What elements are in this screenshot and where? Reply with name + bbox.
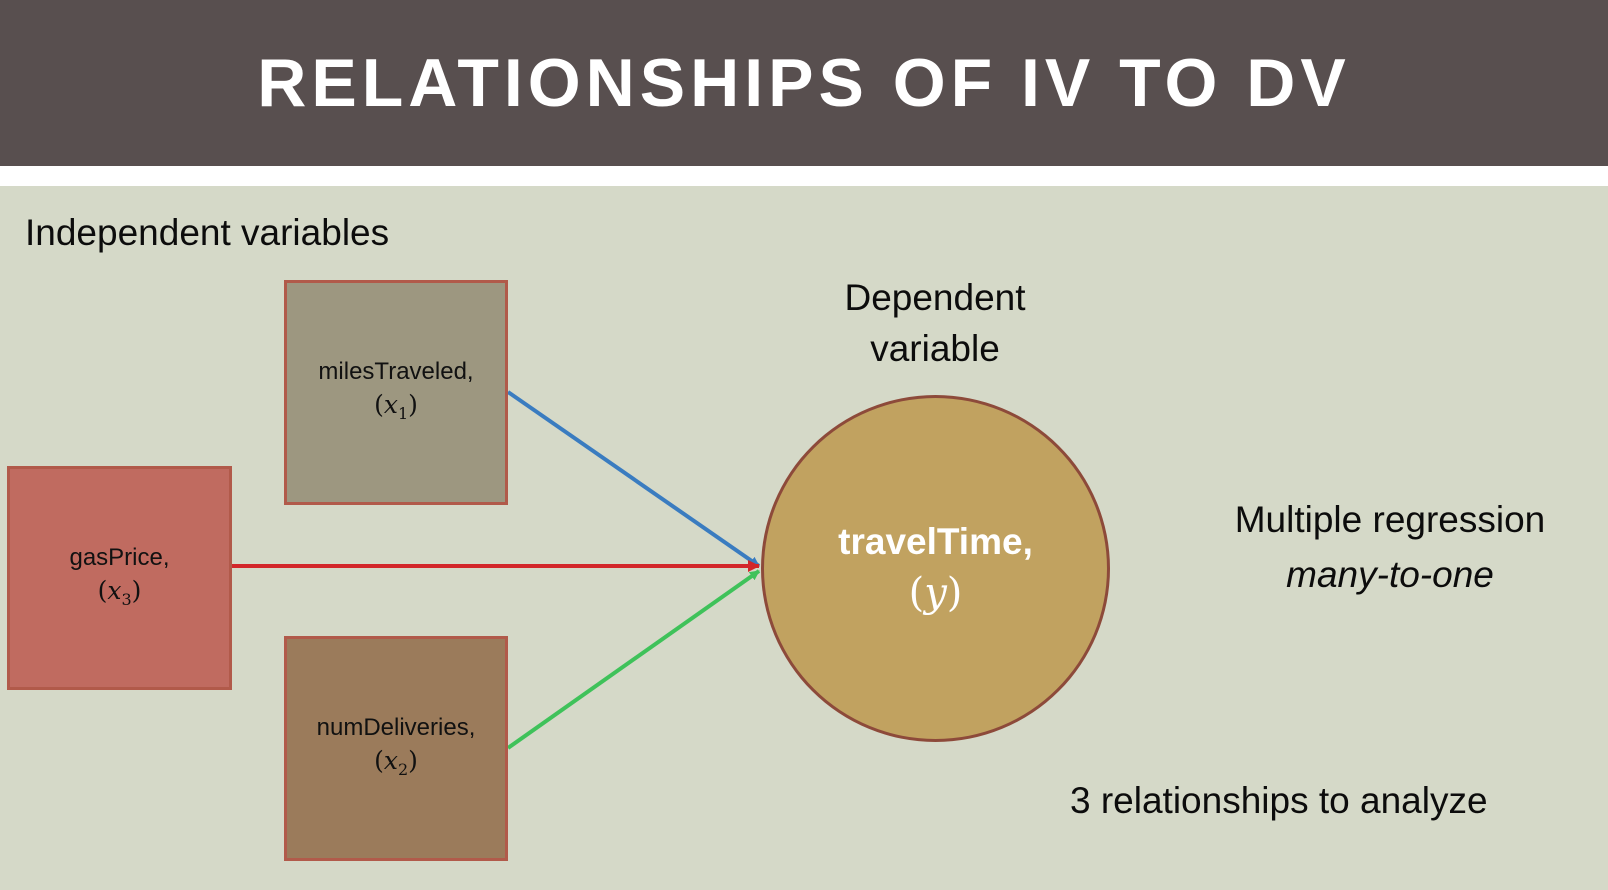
iv-name: numDeliveries,	[316, 714, 476, 741]
dependent-heading-line2: variable	[870, 328, 1000, 369]
arrow-miles-to-travel	[506, 390, 761, 568]
relationships-count-label: 3 relationships to analyze	[1070, 780, 1488, 821]
dv-symbol: (y)	[908, 569, 963, 616]
iv-box-num-deliveries: numDeliveries, (x2)	[284, 636, 508, 861]
title-divider	[0, 166, 1608, 186]
arrow-deliveries-to-travel	[506, 569, 761, 750]
regression-line2: many-to-one	[1286, 554, 1494, 595]
iv-box-gas-price: gasPrice, (x3)	[7, 466, 232, 690]
slide-title: RELATIONSHIPS OF IV TO DV	[257, 45, 1351, 121]
dv-circle-travel-time: travelTime, (y)	[761, 395, 1110, 742]
iv-name: milesTraveled,	[318, 358, 474, 385]
dv-name: travelTime,	[838, 520, 1033, 562]
iv-box-miles-traveled: milesTraveled, (x1)	[284, 280, 508, 505]
multiple-regression-label: Multiple regression many-to-one	[1180, 492, 1600, 602]
regression-line1: Multiple regression	[1234, 499, 1546, 540]
title-bar: RELATIONSHIPS OF IV TO DV	[0, 0, 1608, 166]
dependent-variable-heading: Dependent variable	[785, 272, 1085, 374]
iv-symbol: (x3)	[97, 575, 142, 609]
iv-name: gasPrice,	[69, 543, 170, 571]
iv-symbol: (x2)	[374, 746, 418, 779]
independent-variables-heading: Independent variables	[25, 212, 390, 253]
dependent-heading-line1: Dependent	[844, 277, 1026, 318]
iv-symbol: (x1)	[374, 390, 418, 423]
